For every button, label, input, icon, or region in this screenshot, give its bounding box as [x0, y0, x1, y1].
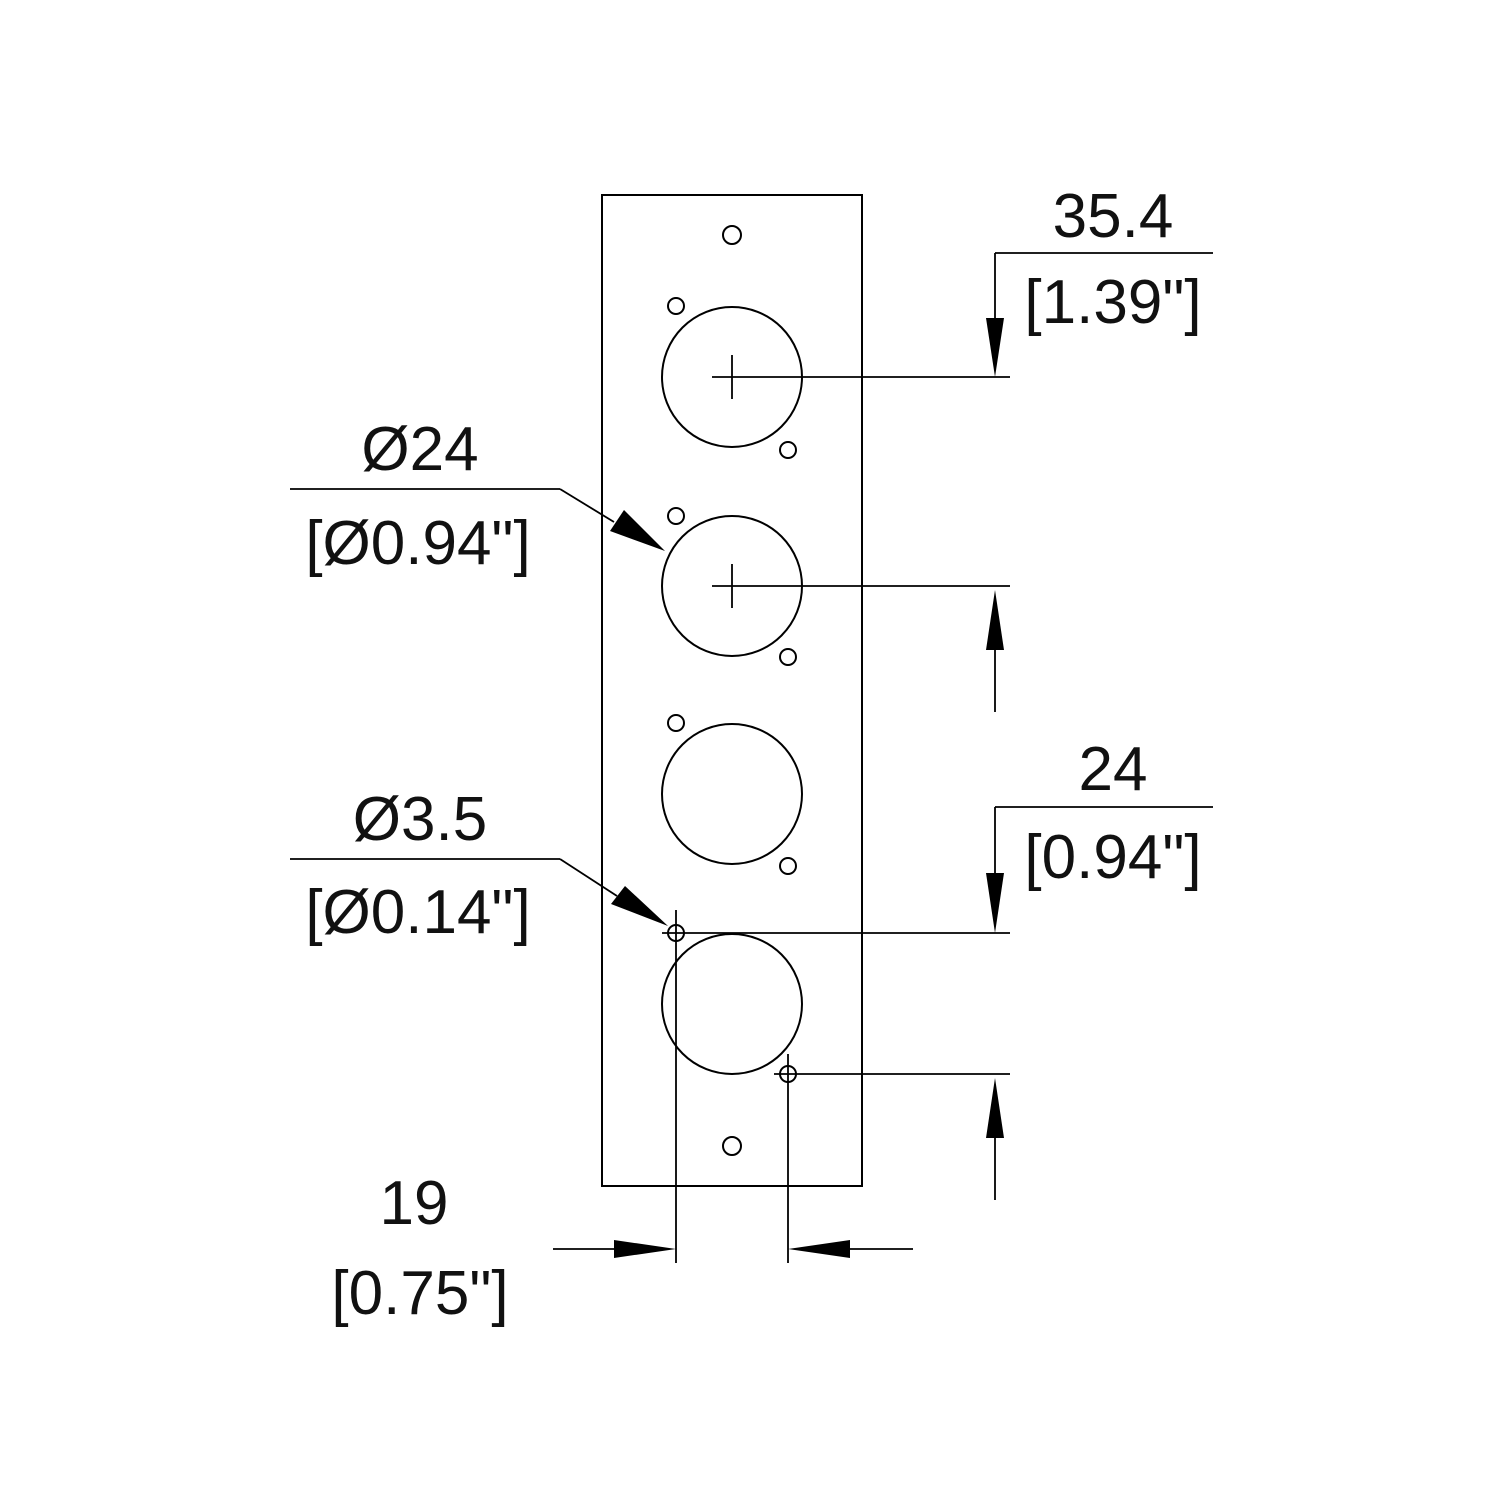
panel-outline: [601, 194, 863, 1187]
connector-cutout-2: [661, 507, 1010, 666]
dim-hole-diameter-mm: Ø24: [361, 415, 478, 484]
mount-hole-bottom: [722, 1136, 742, 1156]
dim-horizontal-spacing-in: [0.75"]: [331, 1259, 508, 1328]
connector-cutout-3: [661, 714, 803, 875]
connector-cutout-4: [661, 924, 1010, 1083]
dim-horizontal-spacing: [553, 910, 913, 1263]
dim-screw-diameter-mm: Ø3.5: [353, 785, 487, 854]
dim-hole-diameter: [290, 488, 665, 551]
dim-horizontal-spacing-mm: 19: [380, 1169, 449, 1238]
dim-pitch-in: [1.39"]: [1024, 268, 1201, 337]
dim-vertical-spacing: [986, 806, 1213, 1200]
dim-pitch: [986, 252, 1213, 712]
connector-cutout-1: [661, 297, 1010, 459]
dim-pitch-mm: 35.4: [1053, 182, 1174, 251]
dim-screw-diameter: [290, 858, 668, 926]
dim-hole-diameter-in: [Ø0.94"]: [305, 509, 530, 578]
dim-vertical-spacing-mm: 24: [1079, 735, 1148, 804]
dim-vertical-spacing-in: [0.94"]: [1024, 823, 1201, 892]
mount-hole-top: [722, 225, 742, 245]
dim-screw-diameter-in: [Ø0.14"]: [305, 878, 530, 947]
